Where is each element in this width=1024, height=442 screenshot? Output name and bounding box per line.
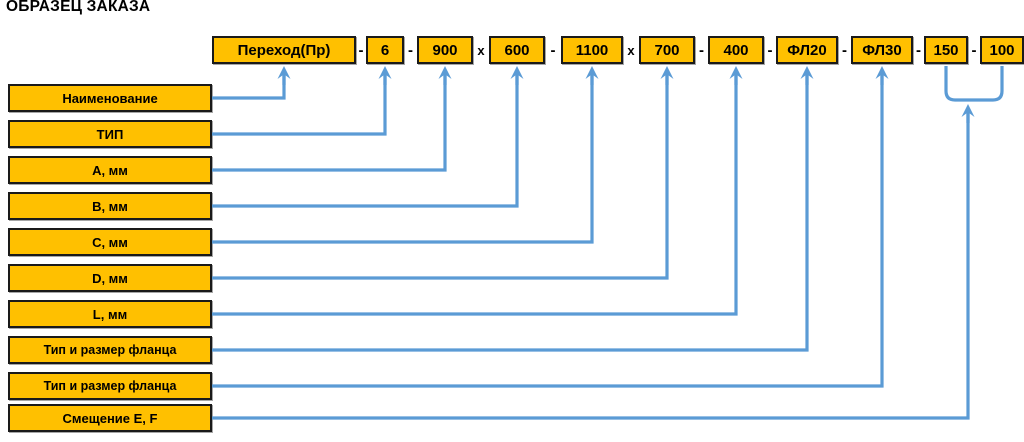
connector-tip xyxy=(212,85,387,136)
legend-item-l-mm[interactable]: L, мм xyxy=(8,300,212,328)
code-separator-dash: - xyxy=(358,41,364,59)
legend-item-tip[interactable]: ТИП xyxy=(8,120,212,148)
code-box-b[interactable]: 600 xyxy=(489,36,545,64)
code-box-d[interactable]: 700 xyxy=(639,36,695,64)
code-box-f[interactable]: 100 xyxy=(980,36,1024,64)
arrow-head xyxy=(961,104,975,123)
code-box-e[interactable]: 150 xyxy=(924,36,968,64)
code-separator-dash: - xyxy=(699,41,704,59)
code-box-fl1[interactable]: ФЛ20 xyxy=(776,36,838,64)
connector-d-mm xyxy=(212,85,669,280)
code-separator-mult: x xyxy=(477,42,485,58)
legend-item-d-mm[interactable]: D, мм xyxy=(8,264,212,292)
legend-item-c-mm[interactable]: C, мм xyxy=(8,228,212,256)
legend-item-a-mm[interactable]: A, мм xyxy=(8,156,212,184)
legend-item-naimenovanie[interactable]: Наименование xyxy=(8,84,212,112)
connector-c-mm xyxy=(212,85,594,244)
arrow-head xyxy=(438,66,452,85)
connector-flange-2 xyxy=(212,85,884,388)
code-separator-dash: - xyxy=(916,41,921,59)
connector-offset-ef xyxy=(212,123,970,420)
code-separator-dash: - xyxy=(408,41,413,59)
code-separator-dash: - xyxy=(971,41,977,59)
arrow-head xyxy=(660,66,674,85)
legend-item-flange-1[interactable]: Тип и размер фланца xyxy=(8,336,212,364)
connector-b-mm xyxy=(212,85,519,208)
code-box-l[interactable]: 400 xyxy=(708,36,764,64)
legend-item-offset-ef[interactable]: Смещение E, F xyxy=(8,404,212,432)
connector-flange-1 xyxy=(212,85,809,352)
code-box-name[interactable]: Переход(Пр) xyxy=(212,36,356,64)
connector-naimenovanie xyxy=(212,85,286,100)
code-separator-mult: x xyxy=(627,42,635,58)
offset-bracket xyxy=(944,66,1004,102)
arrow-head xyxy=(510,66,524,85)
legend-item-flange-2[interactable]: Тип и размер фланца xyxy=(8,372,212,400)
code-separator-dash: - xyxy=(767,41,773,59)
arrow-head xyxy=(729,66,743,85)
code-box-type[interactable]: 6 xyxy=(366,36,404,64)
page-title: ОБРАЗЕЦ ЗАКАЗА xyxy=(6,0,151,15)
code-separator-dash: - xyxy=(842,41,847,59)
arrow-head xyxy=(585,66,599,85)
arrow-head xyxy=(277,66,291,85)
code-box-fl2[interactable]: ФЛ30 xyxy=(851,36,913,64)
arrow-head xyxy=(875,66,889,85)
code-separator-dash: - xyxy=(550,41,556,59)
connector-a-mm xyxy=(212,85,447,172)
code-box-c[interactable]: 1100 xyxy=(561,36,623,64)
arrow-head xyxy=(800,66,814,85)
legend-item-b-mm[interactable]: B, мм xyxy=(8,192,212,220)
arrow-head xyxy=(378,66,392,85)
code-box-a[interactable]: 900 xyxy=(417,36,473,64)
connector-l-mm xyxy=(212,85,738,316)
